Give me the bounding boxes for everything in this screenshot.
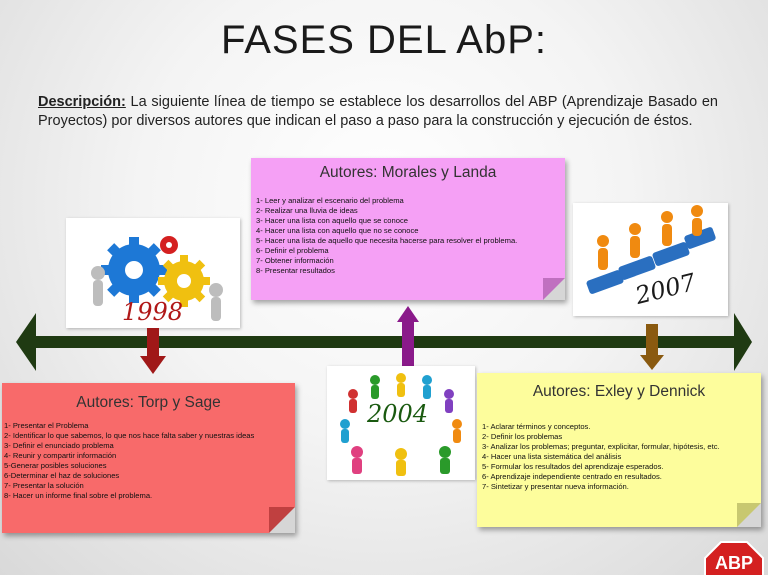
- year-label-1998: 1998: [122, 298, 184, 326]
- list-item: 6- Aprendizaje independiente centrado en…: [482, 472, 662, 481]
- list-item: 7- Presentar la solución: [4, 481, 84, 490]
- list-item: 4- Hacer una lista con aquello que no se…: [256, 226, 419, 235]
- arrow-shaft-purple: [402, 320, 414, 366]
- list-item: 2- Identificar lo que sabemos, lo que no…: [4, 431, 255, 440]
- list-item: 1- Aclarar términos y conceptos.: [482, 422, 591, 431]
- timeline-bar: [34, 336, 740, 348]
- list-item: 5- Formular los resultados del aprendiza…: [482, 462, 664, 471]
- arrow-shaft-red: [147, 328, 159, 358]
- list-item: 4- Hacer una lista sistemática del análi…: [482, 452, 622, 461]
- gears-icon: [91, 236, 223, 321]
- abp-logo: ABP: [703, 540, 765, 575]
- list-item: 1- Leer y analizar el escenario del prob…: [256, 196, 404, 205]
- note-torp-sage: Autores: Torp y Sage 1- Presentar el Pro…: [2, 383, 295, 533]
- note-morales-landa: Autores: Morales y Landa 1- Leer y anali…: [251, 158, 565, 300]
- list-item: 5- Hacer una lista de aquello que necesi…: [256, 236, 518, 245]
- note-exley-dennick: Autores: Exley y Dennick 1- Aclarar térm…: [477, 373, 761, 527]
- list-item: 5-Generar posibles soluciones: [4, 461, 107, 470]
- list-item: 4- Reunir y compartir información: [4, 451, 117, 460]
- list-item: 7- Obtener información: [256, 256, 334, 265]
- list-item: 6- Definir el problema: [256, 246, 329, 255]
- list-item: 3- Hacer una lista con aquello que se co…: [256, 216, 408, 225]
- gears-image: 1998: [66, 218, 240, 328]
- people-icon: [340, 373, 462, 476]
- description-text: La siguiente línea de tiempo se establec…: [38, 94, 718, 129]
- people-circle-image: 2004: [327, 366, 475, 480]
- note-title: Autores: Morales y Landa: [319, 164, 497, 181]
- stop-sign-icon: [704, 541, 764, 575]
- list-item: 3- Definir el enunciado problema: [4, 441, 114, 450]
- list-item: 2- Definir los problemas: [482, 432, 563, 441]
- list-item: 8- Presentar resultados: [256, 266, 335, 275]
- list-item: 7- Sintetizar y presentar nueva informac…: [482, 482, 629, 491]
- abp-logo-text: ABP: [714, 553, 753, 573]
- year-label-2004: 2004: [367, 400, 429, 428]
- list-item: 2- Realizar una lluvia de ideas: [256, 206, 358, 215]
- note-title: Autores: Torp y Sage: [76, 394, 221, 411]
- list-item: 1- Presentar el Problema: [4, 421, 89, 430]
- arrow-head-brown: [640, 355, 664, 370]
- timeline-right-arrowhead: [734, 313, 752, 371]
- timeline: [16, 306, 752, 374]
- list-item: 6-Determinar el haz de soluciones: [4, 471, 120, 480]
- team-puzzle-image: 2007: [573, 203, 728, 316]
- description-label: Descripción:: [38, 94, 126, 110]
- page-title: FASES DEL AbP:: [220, 18, 547, 62]
- arrow-shaft-brown: [646, 324, 658, 358]
- team-icon: [586, 205, 716, 294]
- page-curl: [737, 503, 761, 527]
- arrow-head-red: [140, 356, 166, 374]
- list-item: 3- Analizar los problemas; preguntar, ex…: [482, 442, 720, 451]
- description: Descripción: La siguiente línea de tiemp…: [38, 93, 718, 131]
- arrow-head-purple: [397, 306, 419, 322]
- page-curl: [269, 507, 295, 533]
- timeline-left-arrowhead: [16, 313, 36, 371]
- page-curl: [543, 278, 565, 300]
- note-title: Autores: Exley y Dennick: [532, 383, 706, 400]
- list-item: 8- Hacer un informe final sobre el probl…: [4, 491, 153, 500]
